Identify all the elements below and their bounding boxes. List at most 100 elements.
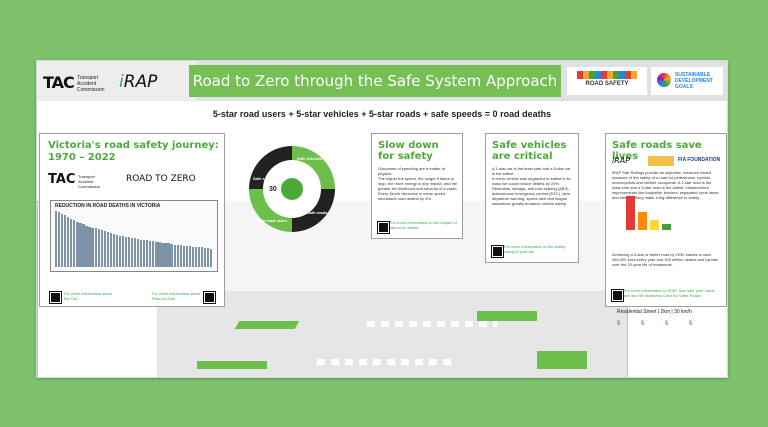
chart-bar — [97, 229, 100, 267]
dial-label-roads: Safe roads — [307, 210, 328, 215]
journey-panel: Victoria's road safety journey: 1970 – 2… — [39, 133, 225, 307]
speed-qr-code[interactable] — [377, 221, 390, 234]
chart-bar — [173, 244, 176, 267]
safe-vehicles-title-line2: are critical — [492, 151, 553, 162]
journey-title-line1: Victoria's road safety journey: — [48, 140, 219, 151]
tac-logo: TAC — [43, 73, 75, 92]
chart-bar — [103, 231, 106, 267]
pedestrian-crossing — [367, 321, 497, 327]
chart-bar — [109, 233, 112, 267]
chart-bar — [106, 232, 109, 267]
header: TAC Transport Accident Commission iRAP R… — [37, 61, 727, 101]
rating-3: 5 — [665, 321, 669, 327]
rating-1: 5 — [617, 321, 621, 327]
chart-bar — [118, 235, 122, 267]
tac-more-info: For more information about the TAC — [64, 291, 113, 301]
chart-bar — [143, 240, 146, 267]
dial-label-vehicles: Safe vehicles — [297, 156, 323, 161]
chart-bar — [182, 245, 185, 267]
chart-bar — [149, 240, 152, 267]
chart-bar — [134, 238, 137, 267]
chart-bar — [185, 245, 188, 267]
safe-vehicles-p3: Restraints, airbags, anti-lock braking (… — [492, 186, 570, 206]
star-rating-bars — [624, 194, 674, 230]
slow-down-panel: Slow down for safety Outcomes of speedin… — [371, 133, 463, 239]
chart-bar — [206, 247, 210, 267]
logo-band — [37, 61, 197, 101]
page-title: Road to Zero through the Safe System App… — [189, 65, 561, 97]
chart-bar — [88, 226, 91, 267]
chart-bar — [164, 243, 167, 267]
chart-bar — [64, 214, 67, 267]
rating-2: 5 — [641, 321, 645, 327]
safe-system-equation: 5-star road users + 5-star vehicles + 5-… — [212, 109, 552, 119]
roads-more-info: For more information on iRAP, how safe y… — [624, 288, 715, 298]
chart-bar — [146, 240, 149, 267]
chart-bar — [85, 225, 88, 267]
bar-1-star — [626, 196, 635, 230]
chart-bar — [61, 213, 64, 267]
safe-vehicles-title-line1: Safe vehicles — [492, 140, 567, 151]
chart-title: REDUCTION IN ROAD DEATHS IN VICTORIA — [55, 203, 161, 209]
slow-down-title: Slow down for safety — [378, 140, 439, 162]
vehicle-qr-code[interactable] — [491, 245, 504, 258]
chart-bar — [124, 236, 128, 267]
street-rating-label: Residential Street | 2km | 30 km/h — [617, 309, 692, 315]
tac-qr-code[interactable] — [49, 291, 62, 304]
journey-tac-text: Transport Accident Commission — [78, 174, 101, 189]
chart-bar — [94, 228, 97, 267]
safe-system-dial: Safe vehicles Safe speeds Safe road user… — [249, 146, 335, 232]
chart-bar — [100, 230, 103, 267]
irap-logo-rap: RAP — [123, 72, 158, 92]
chart-bar — [58, 212, 61, 267]
roads-qr-code[interactable] — [611, 289, 624, 302]
infographic-poster: TAC Transport Accident Commission iRAP R… — [36, 60, 728, 378]
safe-roads-title: Safe roads save lives — [612, 140, 702, 162]
bar-4-star — [662, 224, 671, 230]
chart-bar — [73, 219, 76, 267]
speed-more-info: For more information on the impact of sp… — [390, 220, 457, 230]
slow-down-text: Outcomes of speeding are a matter of phy… — [378, 166, 458, 201]
journey-title-line2: 1970 – 2022 — [48, 152, 116, 163]
chart-bar — [158, 242, 161, 267]
chart-bar — [188, 246, 191, 267]
chart-bar — [82, 224, 85, 267]
safe-vehicles-panel: Safe vehicles are critical A 1-star car … — [485, 133, 579, 263]
bar-3-star — [650, 220, 659, 230]
chart-bar — [115, 234, 118, 267]
pedestrian-icon — [281, 178, 303, 200]
irap-logo: iRAP — [119, 72, 157, 92]
dial-label-speeds: Safe speeds — [253, 176, 277, 181]
chart-bar — [155, 241, 158, 267]
chart-bar — [112, 233, 115, 267]
pedestrian-crossing-front — [317, 359, 457, 365]
road-to-zero-logo: ROAD TO ZERO — [126, 174, 196, 184]
dial-label-road-users: Safe road users — [257, 218, 288, 223]
road-safety-rays-icon — [577, 71, 637, 79]
slow-down-title-line1: Slow down — [378, 140, 439, 151]
rating-4: 5 — [689, 321, 693, 327]
green-crossing — [197, 361, 267, 369]
chart-bar — [55, 211, 58, 267]
green-lane — [537, 351, 587, 369]
chart-bar — [70, 218, 73, 267]
chart-bar — [67, 216, 70, 267]
road-to-zero-qr-code[interactable] — [203, 291, 216, 304]
chart-bar — [191, 246, 194, 267]
chart-bar — [152, 241, 155, 267]
bar-2-star — [638, 212, 647, 230]
chart-bar — [179, 245, 182, 267]
sponsor-badge — [648, 156, 674, 166]
sdg-text: SUSTAINABLE DEVELOPMENT GOALS — [675, 72, 714, 90]
slow-down-p2: The higher the speed, the longer it take… — [378, 176, 458, 191]
irap-logo-i: i — [119, 72, 124, 92]
slow-down-p3: Every 1km/h decrease in mean speed decre… — [378, 191, 446, 201]
tac-logo-text: Transport Accident Commission — [77, 75, 105, 93]
safe-roads-text: iRAP Star Ratings provide an objective, … — [612, 170, 719, 200]
safe-roads-text-2: Achieving a 3-star or better road by 203… — [612, 252, 719, 267]
chart-bar — [167, 243, 170, 267]
chart-bar — [140, 239, 143, 267]
road-safety-logo: ROAD SAFETY — [567, 67, 647, 95]
chart-bar — [197, 247, 201, 267]
speed-sign: 30 — [269, 186, 277, 193]
